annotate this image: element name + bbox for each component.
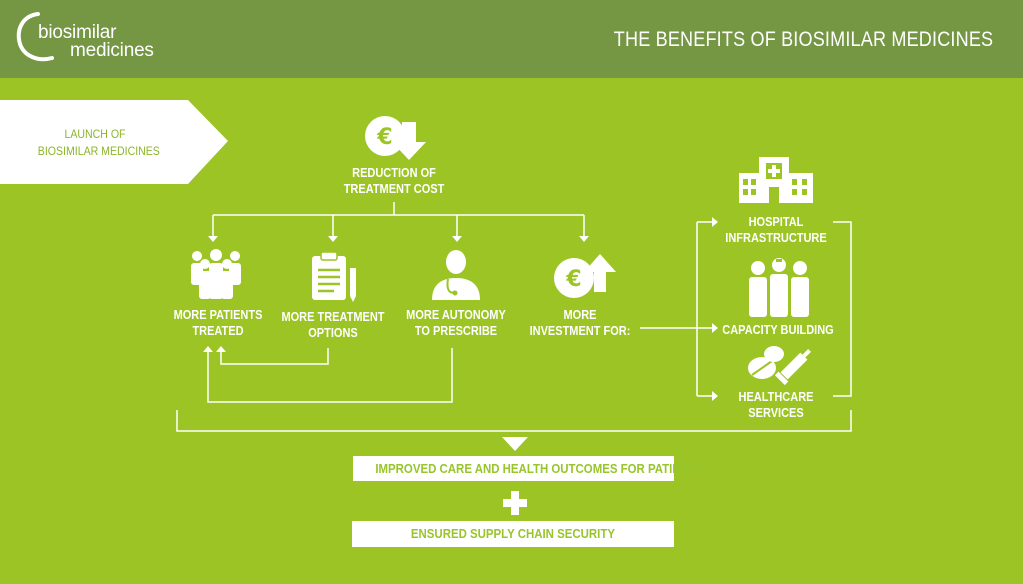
plus-icon-horizontal — [503, 499, 527, 507]
benefit-more-autonomy: MORE AUTONOMY TO PRESCRIBE — [403, 307, 509, 339]
reduction-label: REDUCTION OF TREATMENT COST — [341, 165, 447, 197]
reduction-label-line1: REDUCTION OF — [352, 166, 436, 180]
arrow-head-loop-1 — [216, 346, 226, 352]
arrow-head-hospital — [712, 217, 718, 227]
doctor-icon — [432, 250, 480, 300]
outcome-box-improved-care: IMPROVED CARE AND HEALTH OUTCOMES FOR PA… — [353, 456, 703, 481]
benefit-label-line1: MORE — [563, 308, 597, 322]
benefit-label-line1: MORE TREATMENT — [281, 310, 385, 324]
outcome-label: IMPROVED CARE AND HEALTH OUTCOMES FOR PA… — [375, 461, 703, 476]
down-triangle-icon — [502, 437, 528, 451]
arrow-head-healthcare — [712, 391, 718, 401]
investment-label-line2: SERVICES — [748, 406, 804, 420]
hospital-icon — [739, 157, 813, 203]
healthcare-staff-icon — [749, 258, 809, 317]
arrow-head-loop-2 — [203, 346, 213, 352]
investment-hospital-infrastructure: HOSPITAL INFRASTRUCTURE — [723, 214, 829, 246]
arrow-head-investment — [712, 323, 718, 333]
logo-text-biosimilar: biosimilar — [38, 22, 117, 43]
benefit-more-investment: MORE INVESTMENT FOR: — [527, 307, 633, 339]
connector-autonomy-loop — [207, 348, 453, 403]
investment-bracket-right — [833, 221, 852, 397]
investment-label-line1: HEALTHCARE — [738, 390, 814, 404]
benefit-more-treatment-options: MORE TREATMENT OPTIONS — [280, 309, 386, 341]
logo-text-medicines: medicines — [70, 40, 154, 61]
logo-swoosh-icon — [16, 12, 54, 62]
benefit-label-line1: MORE AUTONOMY — [406, 308, 506, 322]
arrow-head-2 — [328, 236, 338, 242]
people-group-icon — [191, 249, 241, 299]
investment-label-line1: CAPACITY BUILDING — [722, 323, 834, 337]
investment-label-line1: HOSPITAL — [748, 215, 804, 229]
benefit-label-line2: TREATED — [192, 324, 244, 338]
arrow-head-4 — [579, 236, 589, 242]
investment-label-line2: INFRASTRUCTURE — [725, 231, 827, 245]
svg-text:€: € — [565, 267, 581, 292]
reduction-label-line2: TREATMENT COST — [343, 182, 445, 196]
outcome-box-supply-chain: ENSURED SUPPLY CHAIN SECURITY — [352, 521, 674, 547]
page-title: THE BENEFITS OF BIOSIMILAR MEDICINES — [613, 28, 993, 51]
outcome-label: ENSURED SUPPLY CHAIN SECURITY — [410, 526, 616, 541]
benefit-label-line2: TO PRESCRIBE — [414, 324, 498, 338]
launch-banner-shape — [0, 100, 228, 184]
connector-options-loop — [220, 348, 329, 365]
launch-label: LAUNCH OF BIOSIMILAR MEDICINES — [37, 126, 160, 160]
launch-label-line1: LAUNCH OF — [64, 127, 126, 141]
benefit-label-line2: OPTIONS — [308, 326, 358, 340]
investment-capacity-building: CAPACITY BUILDING — [718, 322, 838, 338]
svg-text:€: € — [376, 125, 392, 150]
arrow-head-3 — [452, 236, 462, 242]
header-bar: biosimilar medicines THE BENEFITS OF BIO… — [0, 0, 1023, 78]
launch-label-line2: BIOSIMILAR MEDICINES — [37, 144, 160, 158]
arrow-head-1 — [208, 236, 218, 242]
euro-up-arrow-icon: € — [554, 254, 616, 298]
benefit-label-line1: MORE PATIENTS — [173, 308, 263, 322]
plus-icon-vertical — [511, 491, 519, 515]
benefit-more-patients: MORE PATIENTS TREATED — [165, 307, 271, 339]
euro-down-arrow-icon: € — [365, 116, 426, 160]
clipboard-pen-icon — [312, 251, 356, 302]
benefit-label-line2: INVESTMENT FOR: — [529, 324, 631, 338]
investment-healthcare-services: HEALTHCARE SERVICES — [723, 389, 829, 421]
pills-syringe-icon — [748, 346, 811, 386]
